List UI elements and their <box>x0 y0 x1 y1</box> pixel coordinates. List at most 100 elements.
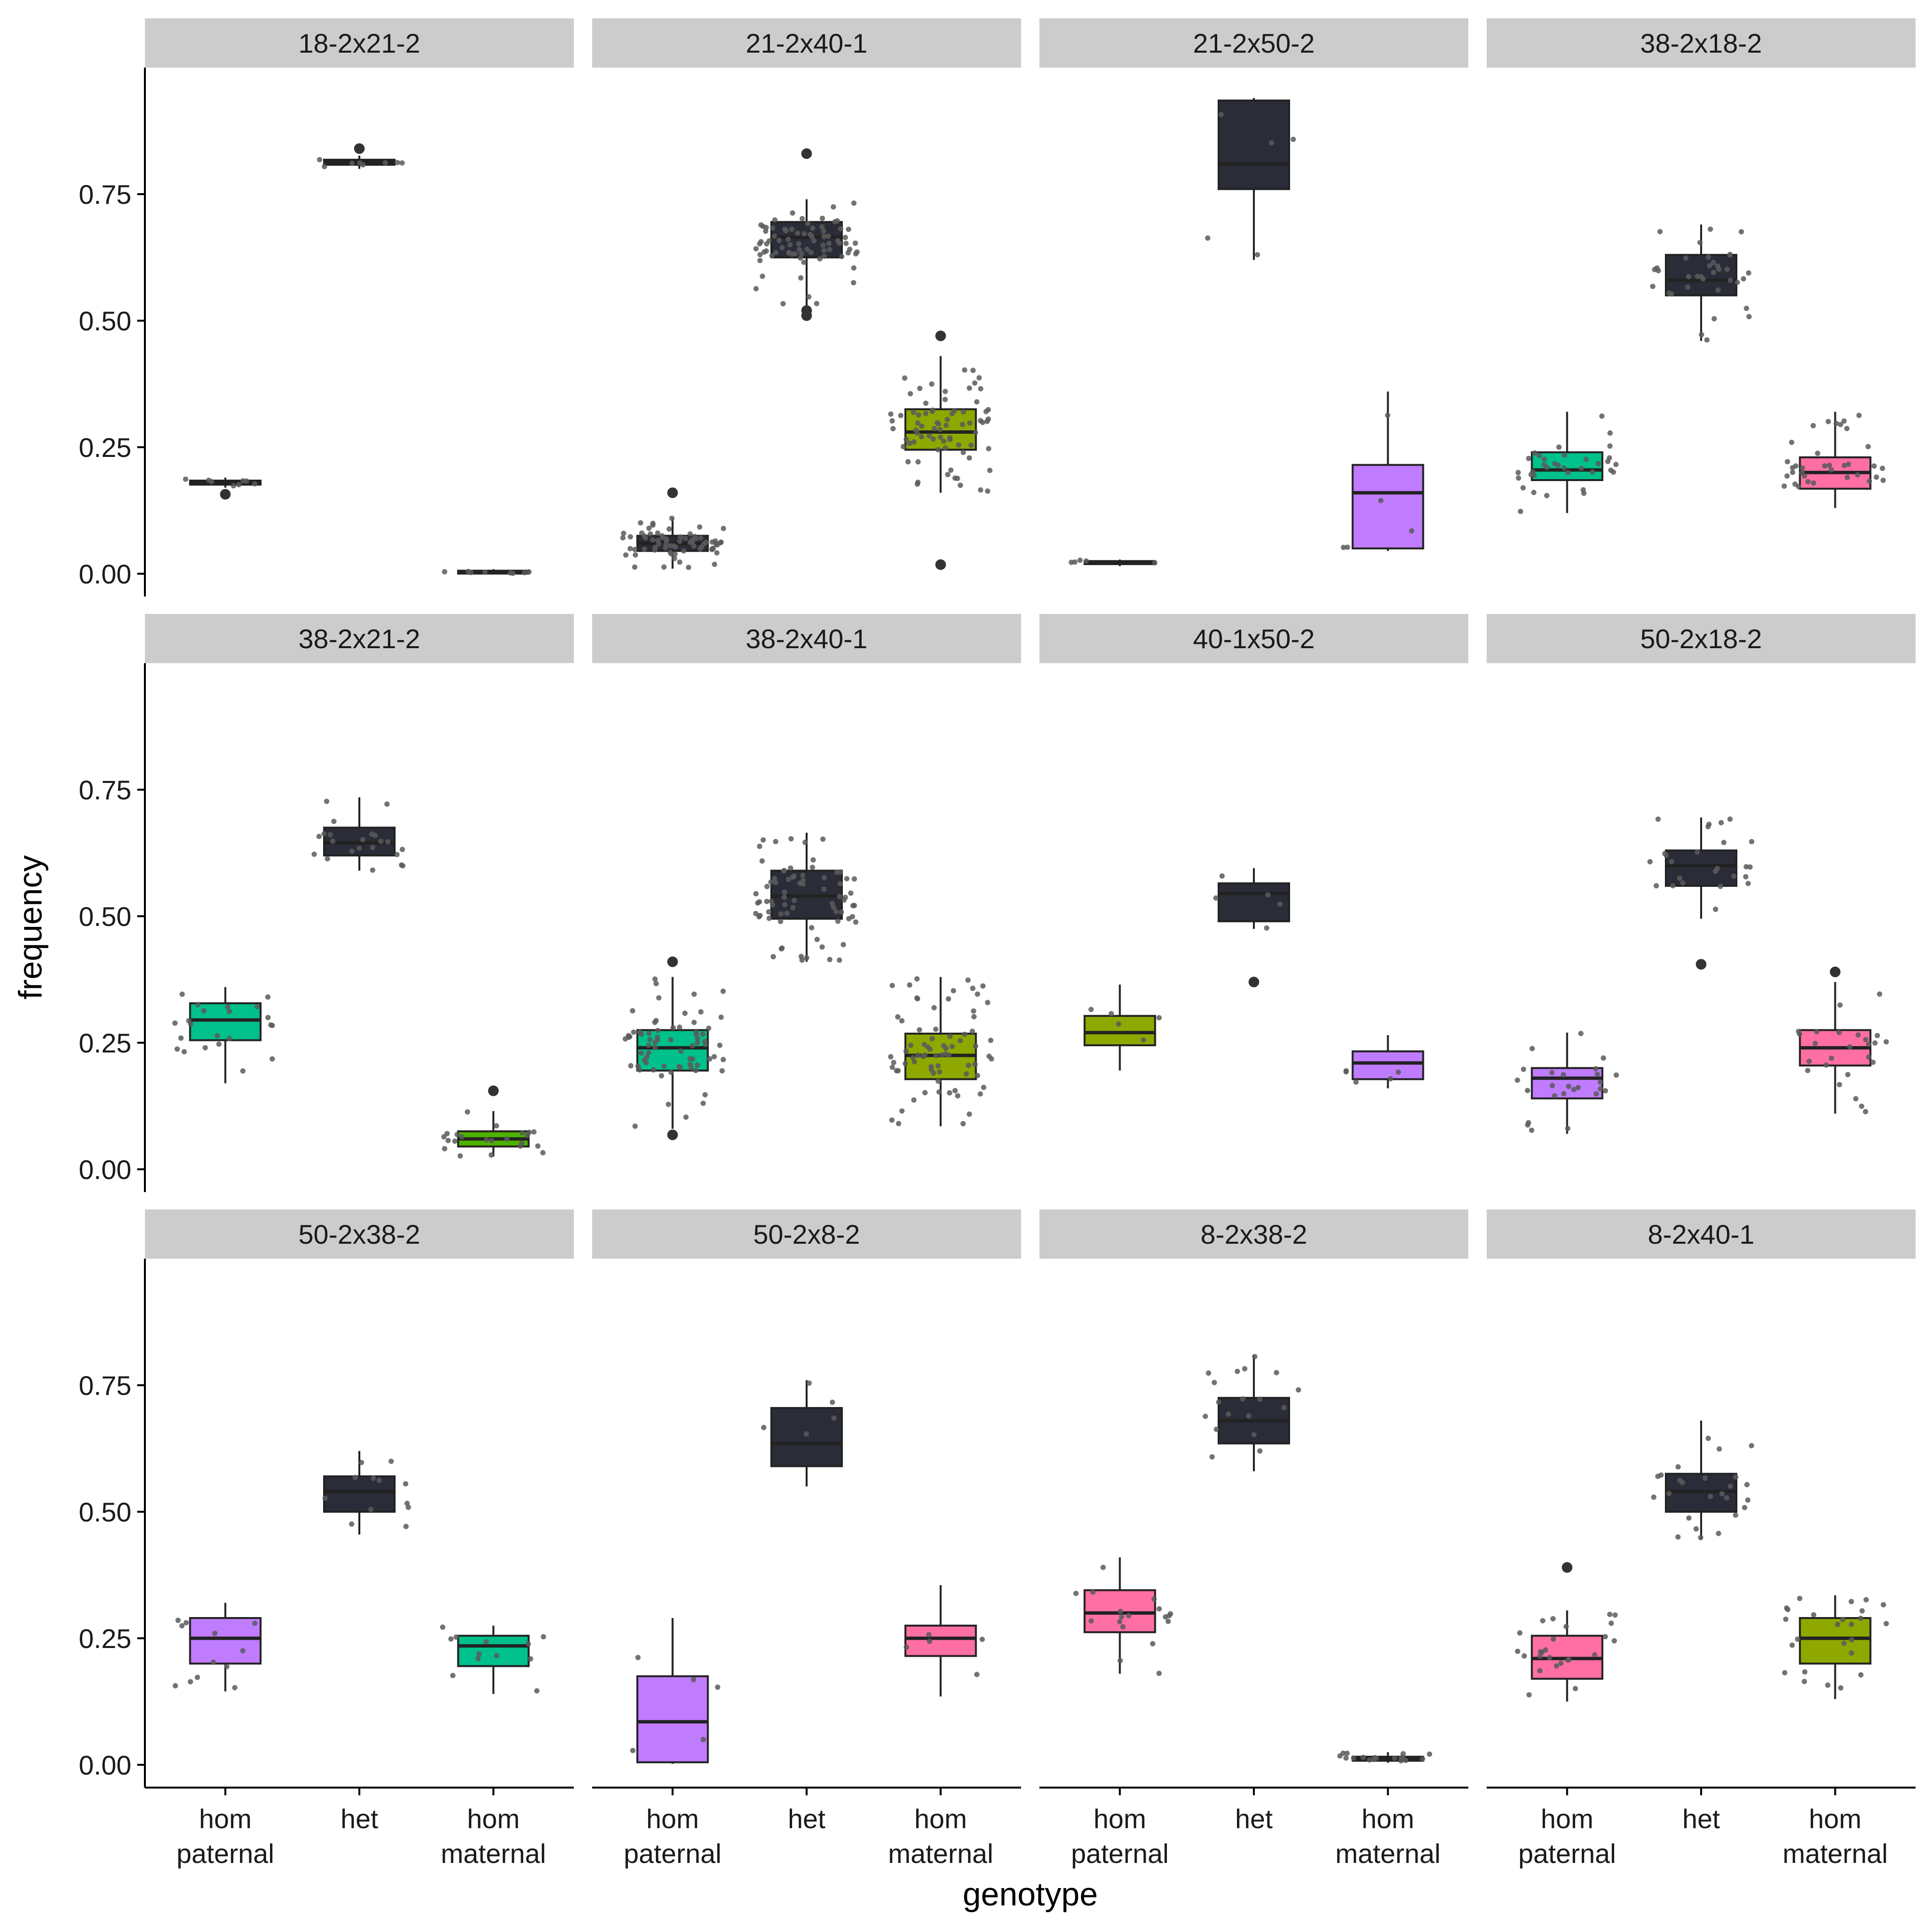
data-point <box>534 1688 540 1694</box>
data-point <box>1727 277 1733 283</box>
data-point <box>980 983 986 989</box>
data-point <box>916 412 922 418</box>
data-point <box>850 914 855 920</box>
x-tick-label: het <box>341 1804 378 1834</box>
data-point <box>1254 252 1260 257</box>
data-point <box>669 515 675 521</box>
data-point <box>965 977 971 983</box>
box-iqr <box>457 1634 530 1667</box>
data-point <box>854 249 860 255</box>
data-point <box>972 380 978 386</box>
data-point <box>907 982 912 988</box>
data-point <box>756 914 762 920</box>
data-point <box>700 1100 706 1106</box>
data-point <box>1549 1070 1555 1076</box>
data-point <box>809 925 814 931</box>
data-point <box>804 246 810 252</box>
data-point <box>1126 1613 1132 1619</box>
data-point <box>535 1143 541 1149</box>
data-point <box>494 1123 499 1129</box>
data-point <box>690 1043 696 1049</box>
data-point <box>852 876 857 882</box>
data-point <box>1877 991 1883 997</box>
data-point <box>1724 266 1730 272</box>
facet-panel: 50-2x18-2 <box>1487 614 1916 1134</box>
data-point <box>1848 1621 1854 1627</box>
data-point <box>1716 266 1722 272</box>
data-point <box>1420 1756 1425 1762</box>
box-group <box>322 1451 411 1535</box>
facet-strip <box>1487 1209 1916 1259</box>
data-point <box>1073 1591 1079 1596</box>
data-point <box>623 552 629 558</box>
data-point <box>839 254 845 259</box>
box-group <box>1068 557 1158 567</box>
data-point <box>1844 426 1850 431</box>
data-point <box>807 231 813 237</box>
data-point <box>720 988 726 994</box>
data-point <box>1550 1616 1556 1622</box>
data-point <box>1847 1044 1853 1050</box>
data-point <box>688 1065 694 1071</box>
data-point <box>666 1101 671 1107</box>
data-point <box>667 526 672 532</box>
data-point <box>482 569 488 575</box>
data-point <box>978 487 983 493</box>
data-point <box>831 1415 837 1421</box>
data-point <box>1360 1755 1366 1761</box>
data-point <box>457 1153 463 1159</box>
data-point <box>1657 229 1663 235</box>
data-point <box>788 836 794 842</box>
data-point <box>633 552 639 558</box>
data-point <box>911 439 917 445</box>
data-point <box>888 411 894 417</box>
data-point <box>356 845 362 851</box>
data-point <box>1555 462 1561 468</box>
data-point <box>1120 1624 1126 1630</box>
data-point <box>465 1109 470 1115</box>
data-point <box>827 247 833 253</box>
data-point <box>937 1069 942 1075</box>
data-point <box>383 160 388 166</box>
data-point <box>706 1025 711 1031</box>
data-point <box>790 210 796 216</box>
data-point <box>403 1481 409 1487</box>
data-point <box>820 215 825 221</box>
data-point <box>778 919 783 924</box>
data-point <box>522 570 527 576</box>
data-point <box>700 1736 706 1742</box>
data-point <box>773 250 779 256</box>
data-point <box>838 909 844 915</box>
data-point <box>947 1034 953 1039</box>
data-point <box>911 1097 917 1103</box>
data-point <box>450 1673 456 1678</box>
data-point <box>1373 1755 1379 1761</box>
box-group <box>1782 1595 1889 1699</box>
box-outlier <box>801 305 812 316</box>
data-point <box>368 1506 374 1512</box>
data-point <box>1205 235 1210 241</box>
data-point <box>851 200 857 206</box>
data-point <box>395 160 400 166</box>
data-point <box>1811 480 1817 486</box>
data-point <box>627 546 633 552</box>
box-group <box>1341 391 1424 551</box>
data-point <box>927 1046 933 1052</box>
data-point <box>1558 1661 1564 1666</box>
box-group <box>1796 966 1889 1115</box>
data-point <box>898 412 904 418</box>
data-point <box>227 1009 232 1014</box>
data-point <box>889 1065 895 1070</box>
data-point <box>682 536 688 541</box>
box-outlier <box>935 559 946 570</box>
data-point <box>1547 1655 1552 1661</box>
data-point <box>703 540 709 545</box>
data-point <box>711 561 717 567</box>
data-point <box>252 481 257 487</box>
data-point <box>687 531 693 537</box>
x-tick-label: het <box>1235 1804 1273 1834</box>
data-point <box>889 982 895 988</box>
data-point <box>448 1636 454 1642</box>
data-point <box>814 937 820 942</box>
